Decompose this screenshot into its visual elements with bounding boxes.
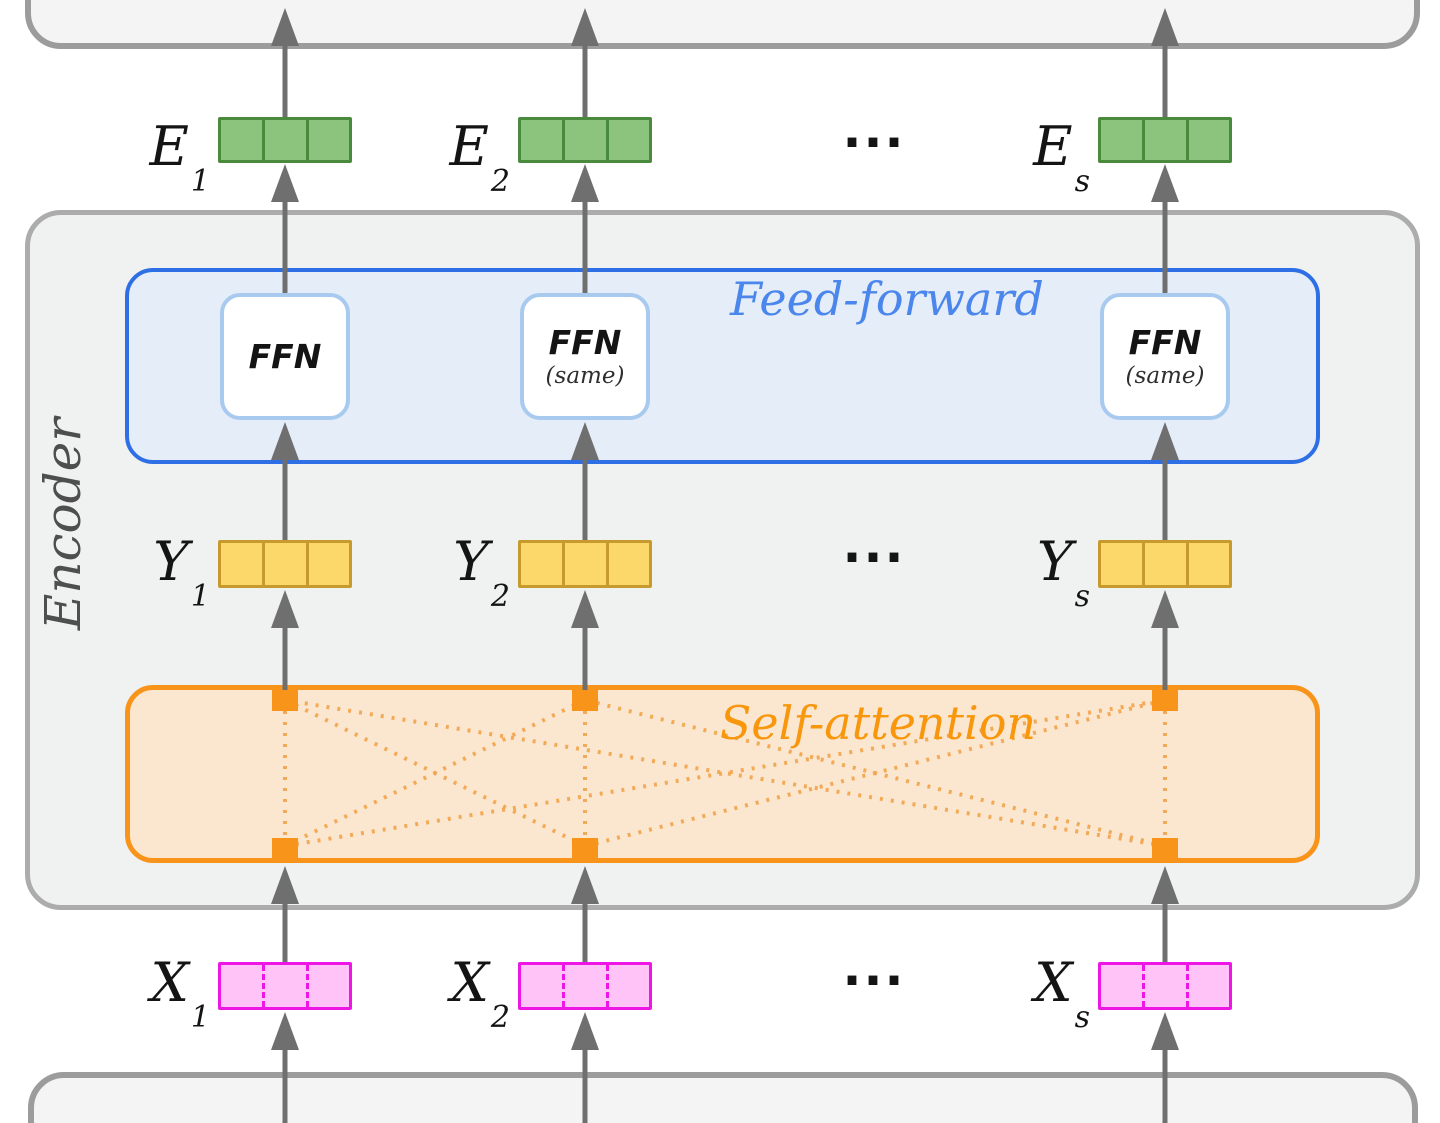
ellipsis-outputs: ... bbox=[842, 101, 906, 159]
label-y2-subscript: 2 bbox=[490, 578, 510, 614]
label-x2-letter: X bbox=[450, 951, 489, 1014]
label-ys-subscript: s bbox=[1074, 578, 1090, 614]
label-x1: X1 bbox=[78, 948, 210, 1032]
hidden-vector-1 bbox=[218, 540, 352, 588]
label-e2-subscript: 2 bbox=[490, 163, 510, 199]
label-y1-letter: Y bbox=[153, 530, 189, 593]
input-vector-2 bbox=[518, 962, 652, 1010]
ffn-box-1: FFN bbox=[220, 293, 350, 420]
previous-layer-box bbox=[28, 1072, 1418, 1123]
label-xs: Xs bbox=[958, 948, 1090, 1032]
label-xs-subscript: s bbox=[1074, 999, 1090, 1035]
label-es-subscript: s bbox=[1074, 163, 1090, 199]
ffn-box-3: FFN (same) bbox=[1100, 293, 1230, 420]
output-vector-1 bbox=[218, 117, 352, 163]
label-es-letter: E bbox=[1033, 115, 1073, 178]
input-vector-s bbox=[1098, 962, 1232, 1010]
label-e2-letter: E bbox=[449, 115, 489, 178]
ellipsis-hidden: ... bbox=[842, 516, 906, 574]
encoder-label: Encoder bbox=[34, 417, 92, 631]
output-vector-2 bbox=[518, 117, 652, 163]
self-attention-label: Self-attention bbox=[719, 696, 1037, 750]
label-e1-subscript: 1 bbox=[190, 163, 210, 199]
label-y2-letter: Y bbox=[453, 530, 489, 593]
label-e1-letter: E bbox=[149, 115, 189, 178]
ffn-box-3-subtitle: (same) bbox=[1125, 362, 1205, 389]
ffn-box-2: FFN (same) bbox=[520, 293, 650, 420]
label-ys: Ys bbox=[958, 527, 1090, 611]
ffn-box-2-title: FFN bbox=[548, 322, 622, 362]
label-e1: E1 bbox=[78, 112, 210, 196]
hidden-vector-s bbox=[1098, 540, 1232, 588]
output-vector-s bbox=[1098, 117, 1232, 163]
label-x1-letter: X bbox=[150, 951, 189, 1014]
label-x2: X2 bbox=[378, 948, 510, 1032]
ffn-box-3-title: FFN bbox=[1128, 322, 1202, 362]
ellipsis-inputs: ... bbox=[842, 939, 906, 997]
hidden-vector-2 bbox=[518, 540, 652, 588]
label-x1-subscript: 1 bbox=[190, 999, 210, 1035]
input-vector-1 bbox=[218, 962, 352, 1010]
next-layer-box bbox=[25, 0, 1420, 49]
ffn-box-1-title: FFN bbox=[248, 336, 322, 376]
label-y2: Y2 bbox=[378, 527, 510, 611]
label-xs-letter: X bbox=[1034, 951, 1073, 1014]
label-x2-subscript: 2 bbox=[490, 999, 510, 1035]
label-y1: Y1 bbox=[78, 527, 210, 611]
label-es: Es bbox=[958, 112, 1090, 196]
label-ys-letter: Y bbox=[1036, 530, 1073, 593]
ffn-box-2-subtitle: (same) bbox=[545, 362, 625, 389]
feed-forward-label: Feed-forward bbox=[730, 272, 1044, 326]
label-y1-subscript: 1 bbox=[190, 578, 210, 614]
label-e2: E2 bbox=[378, 112, 510, 196]
